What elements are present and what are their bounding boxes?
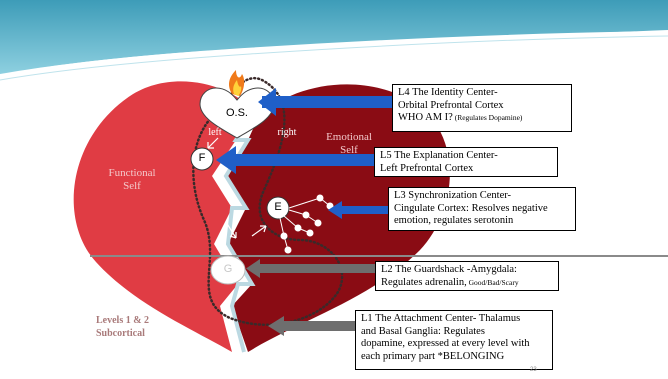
l3-synchronization-box: L3 Synchronization Center- Cingulate Cor… <box>388 187 576 231</box>
right-side-label: right <box>270 126 304 139</box>
l5-explanation-box: L5 The Explanation Center- Left Prefront… <box>374 147 558 177</box>
e-node-label: E <box>270 201 286 214</box>
levels-label: Levels 1 & 2 Subcortical <box>96 314 186 340</box>
l4-note: (Regulates Dopamine) <box>453 113 523 122</box>
l1-attachment-box: L1 The Attachment Center- Thalamus and B… <box>355 310 553 370</box>
f-node-label: F <box>194 152 210 165</box>
left-side-label: left <box>200 126 230 139</box>
l4-identity-box: L4 The Identity Center- Orbital Prefront… <box>392 84 572 132</box>
l2-note: Good/Bad/Scary <box>467 278 519 287</box>
functional-self-label: Functional Self <box>104 167 160 193</box>
header-band <box>0 0 668 80</box>
l1-arrow <box>268 316 356 336</box>
flame-icon <box>229 70 244 96</box>
g-node-label: G <box>219 263 237 276</box>
os-node-label: O.S. <box>217 107 257 120</box>
l2-guardshack-box: L2 The Guardshack -Amygdala: Regulates a… <box>375 261 559 291</box>
page-number: 23 <box>530 367 537 373</box>
